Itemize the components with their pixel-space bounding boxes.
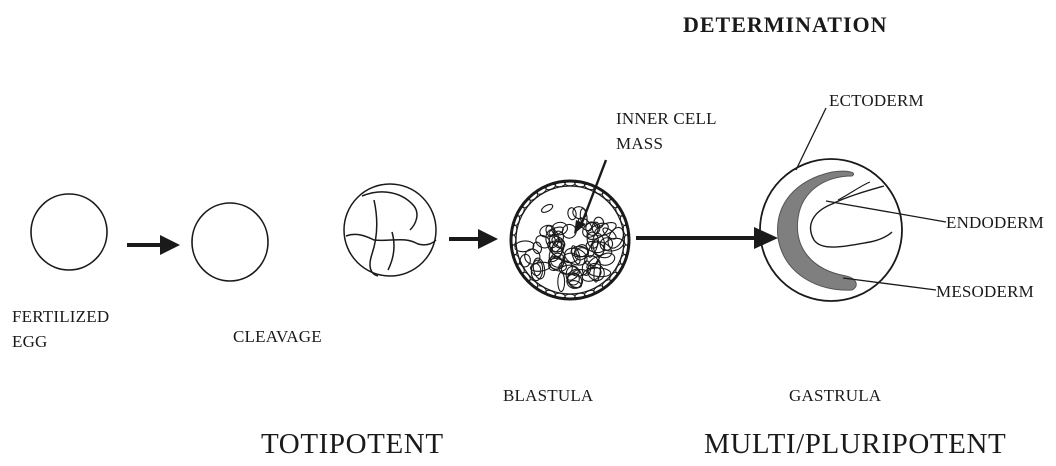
arrow-egg-to-cleavage [127, 235, 180, 255]
inner-cell-mass-label-line2: MASS [616, 131, 717, 156]
blastula-cell [540, 203, 554, 214]
endoderm-label: ENDODERM [946, 210, 1044, 235]
fertilized-egg-label-line1: FERTILIZED [12, 304, 109, 329]
fertilized-egg-circle [31, 194, 107, 270]
mesoderm-label: MESODERM [936, 279, 1034, 304]
blastula [511, 181, 629, 299]
blastula-cell [567, 207, 577, 220]
ectoderm-label: ECTODERM [829, 88, 924, 113]
determination-heading: DETERMINATION [683, 12, 888, 38]
arrow-blastula-to-gastrula [636, 227, 778, 249]
cleavage-label: CLEAVAGE [233, 324, 322, 349]
blastula-label: BLASTULA [503, 383, 593, 408]
gastrula [760, 159, 902, 301]
inner-cell-mass-label-line1: INNER CELL [616, 106, 717, 131]
cleavage-divided-cells [344, 184, 436, 276]
mesoderm-band [778, 171, 857, 290]
fertilized-egg-label-line2: EGG [12, 329, 109, 354]
gastrula-label: GASTRULA [789, 383, 881, 408]
leader-lines [796, 108, 946, 290]
fertilized-egg-label: FERTILIZED EGG [12, 304, 109, 354]
endoderm-cavity [811, 186, 892, 247]
arrow-cleavage-to-blastula [449, 229, 498, 249]
multi-pluripotent-label: MULTI/PLURIPOTENT [704, 428, 1006, 461]
blastula-cell [558, 272, 565, 291]
cleavage-cell-circle [192, 203, 268, 281]
inner-cell-mass-label: INNER CELL MASS [616, 106, 717, 156]
totipotent-label: TOTIPOTENT [261, 428, 444, 461]
